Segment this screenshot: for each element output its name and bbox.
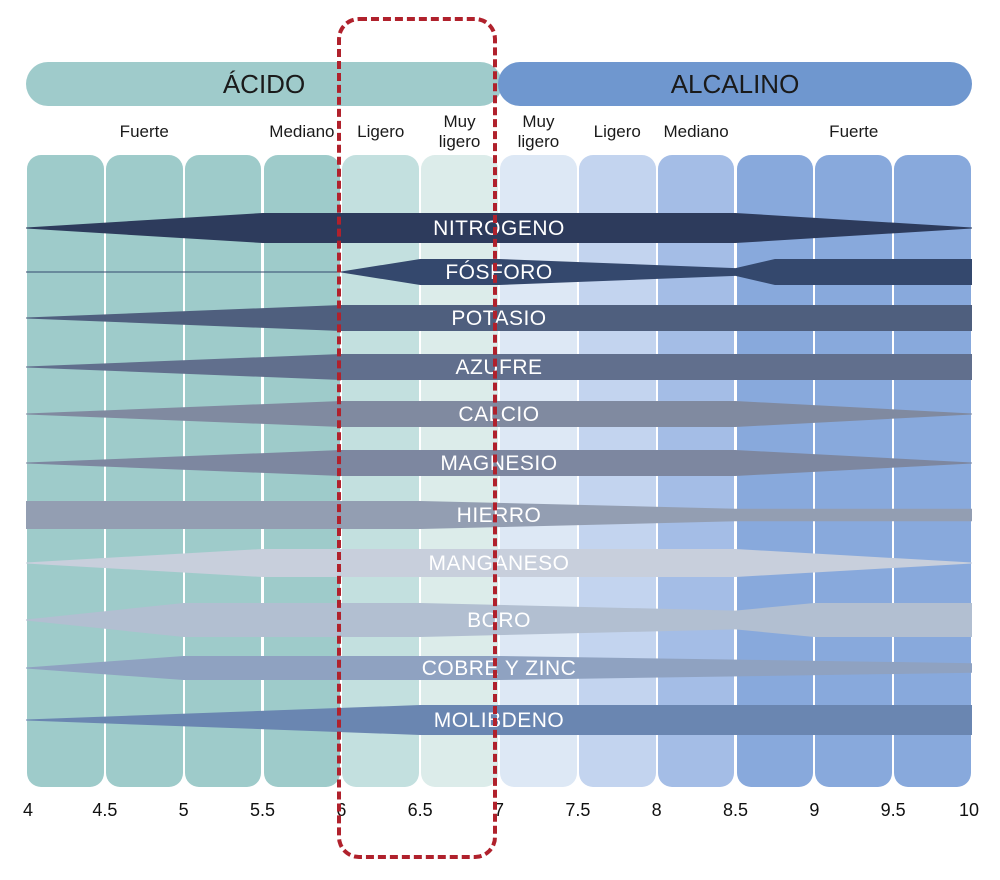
nutrient-label: POTASIO [451,307,547,330]
ph-tick-label: 9.5 [880,800,906,820]
ph-column [27,155,104,787]
nutrient-band [26,501,972,529]
nutrient-label: MAGNESIO [440,452,558,475]
nutrient-band [26,549,972,577]
alkaline-header-label: ALCALINO [670,68,800,99]
acid-header-label: ÁCIDO [222,68,306,99]
strength-label: Ligero [357,122,405,141]
ph-tick-label: 6.5 [407,800,433,820]
nutrient-label: AZUFRE [455,356,543,379]
ph-tick-label: 8 [651,800,662,820]
nutrient-label: FÓSFORO [445,261,553,284]
alkaline-header: ALCALINO [498,62,972,106]
nutrient-label: HIERRO [456,504,542,527]
strength-label: Fuerte [119,122,169,141]
ph-tick-label: 4 [22,800,34,820]
nutrient-band [26,305,972,331]
strength-label: Ligero [593,122,641,141]
nutrient-label: NITROGENO [433,217,565,240]
nutrient-label: BORO [467,609,531,632]
ph-tick-label: 5 [178,800,189,820]
ph-tick-label: 7 [493,800,505,820]
ph-tick-label: 8.5 [722,800,749,820]
ph-tick-label: 9 [809,800,820,820]
strength-label: Mediano [663,122,729,141]
nutrient-label: MOLIBDENO [433,709,565,732]
nutrient-band [26,656,972,680]
nutrient-band [26,450,972,476]
nutrient-band [26,401,972,427]
nutrient-band [26,213,972,243]
ph-tick-label: 5.5 [249,800,276,820]
nutrient-band [26,705,972,735]
ph-tick-label: 4.5 [92,800,118,820]
optimal-ph-highlight [337,17,497,859]
strength-label: Mediano [269,122,335,141]
acid-header: ÁCIDO [26,62,502,106]
strength-label: Fuerte [829,122,879,141]
nutrient-band [26,354,972,380]
nutrient-label: COBRE Y ZINC [421,657,577,680]
nutrient-band [26,603,972,637]
nutrient-label: MANGANESO [428,552,570,575]
ph-tick-label: 6 [336,800,347,820]
ph-tick-label: 10 [958,800,980,820]
ph-column [105,155,183,787]
nutrient-band [26,259,972,285]
ph-tick-label: 7.5 [565,800,591,820]
nutrient-label: CALCIO [458,403,540,426]
